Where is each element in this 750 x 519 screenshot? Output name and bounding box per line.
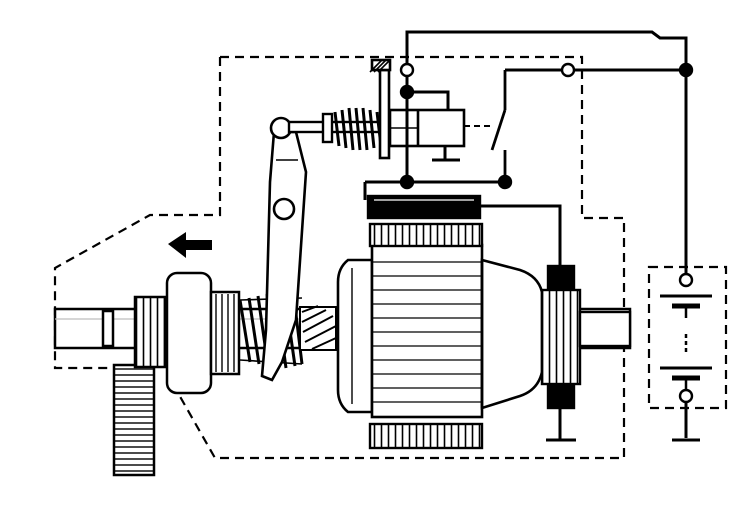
- shaft-collar: [101, 309, 115, 348]
- battery-icon: [660, 294, 712, 390]
- brush-lower: [546, 382, 576, 410]
- wiring: [363, 30, 688, 440]
- battery-terminal-positive: [678, 272, 694, 288]
- ring-gear: [112, 363, 156, 477]
- junction-solenoid-coil: [399, 84, 415, 100]
- terminal-nodes: [399, 62, 694, 404]
- junction-brush-feed-left: [399, 174, 415, 190]
- helical-splines: [299, 305, 337, 351]
- junction-battery-feed: [678, 62, 694, 78]
- lever-pivot: [272, 197, 296, 221]
- battery-terminal-negative: [678, 388, 694, 404]
- switch-icon: [464, 70, 507, 182]
- shaft-end-right: [578, 310, 632, 348]
- commutator: [540, 288, 582, 386]
- brush-holders: [366, 194, 576, 410]
- armature: [370, 243, 484, 419]
- overrunning-clutch: [165, 271, 241, 395]
- battery-enclosure: [647, 265, 728, 410]
- motor-housing: [336, 243, 544, 419]
- brush-bottom: [546, 264, 576, 290]
- terminal-switch-top: [560, 62, 576, 78]
- shift-lever: [260, 116, 308, 382]
- solenoid-switch: [369, 58, 466, 160]
- ground-symbol-icon: [432, 158, 700, 442]
- field-poles: [368, 222, 484, 450]
- return-spring: [333, 107, 383, 151]
- brush-top: [366, 194, 482, 220]
- junction-brush-feed-right: [497, 174, 513, 190]
- pinion-gear: [133, 295, 167, 369]
- terminal-solenoid-top: [399, 62, 415, 78]
- direction-arrow-icon: [168, 232, 212, 258]
- plunger-rod: [287, 112, 393, 144]
